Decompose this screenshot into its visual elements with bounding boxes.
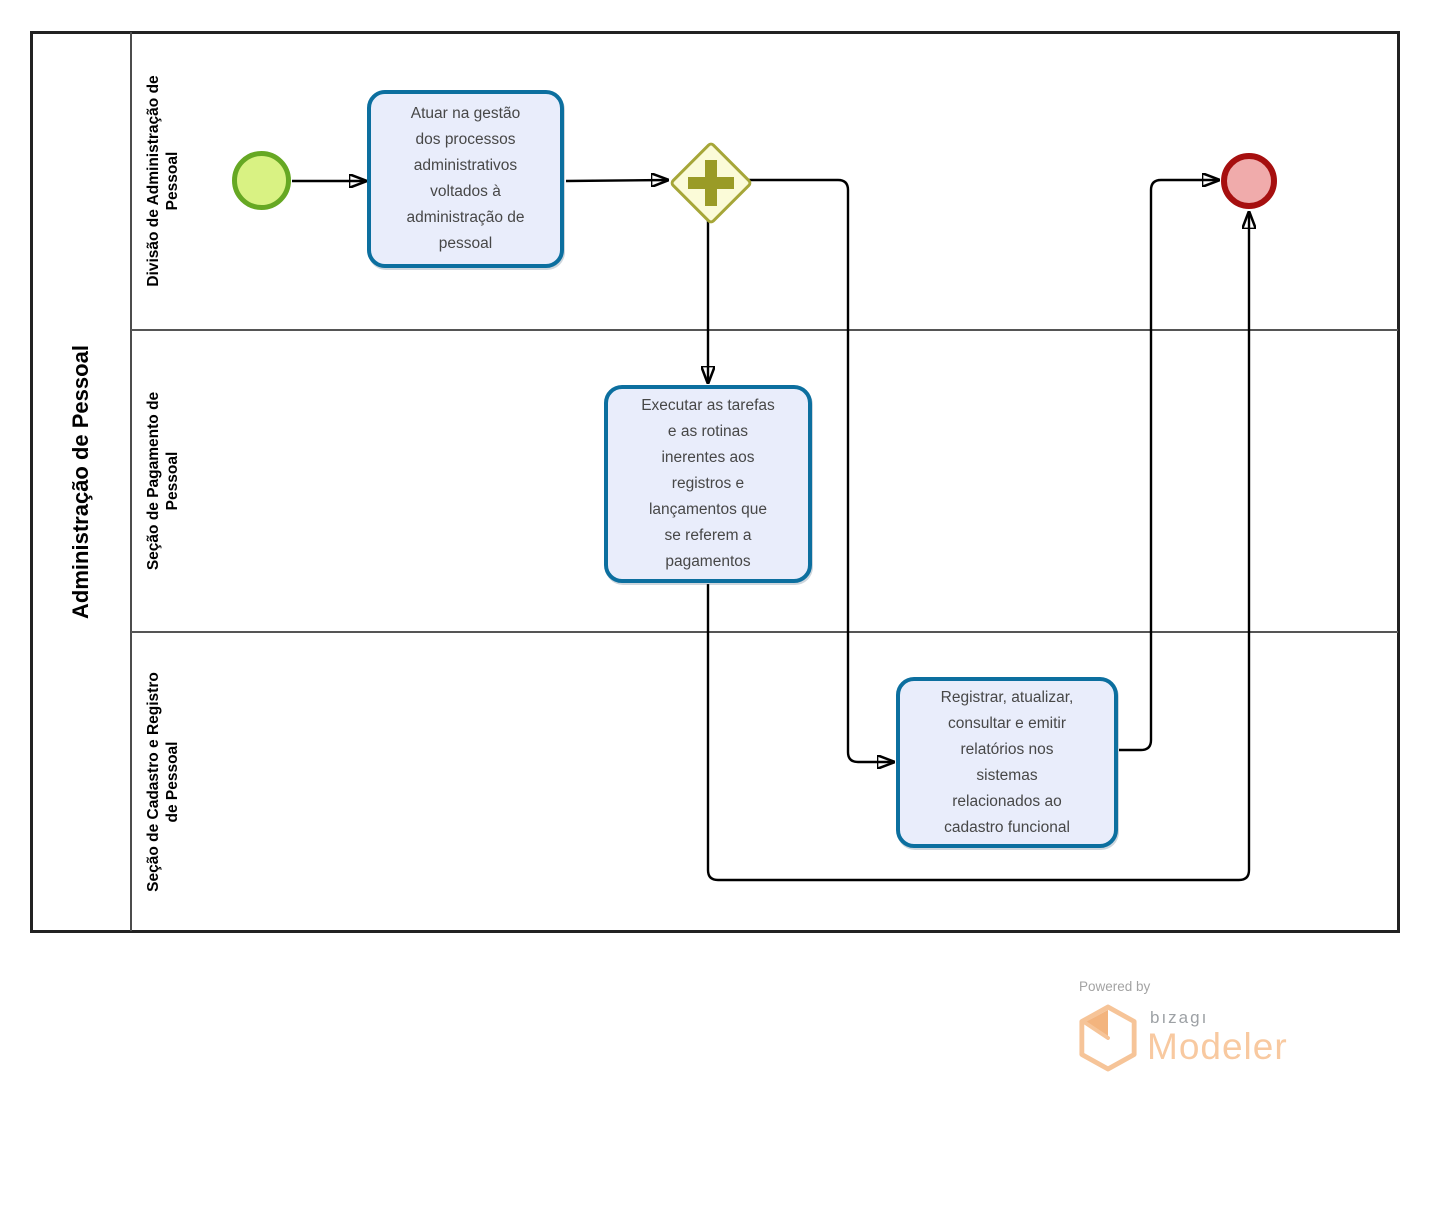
task-atuar-gestao-processos: Atuar na gestão dos processos administra… xyxy=(367,90,564,268)
flow-task1-to-gateway xyxy=(565,180,668,181)
task-executar-tarefas-pagamentos: Executar as tarefas e as rotinas inerent… xyxy=(604,385,812,583)
lane-divider-1 xyxy=(131,329,1398,331)
powered-by-text: Powered by xyxy=(1079,979,1151,994)
end-event xyxy=(1221,153,1277,209)
flow-task3-to-end xyxy=(1119,180,1219,752)
bizagi-hexagon-icon xyxy=(1079,1004,1137,1072)
plus-icon xyxy=(684,156,738,210)
task-registrar-cadastro-funcional: Registrar, atualizar, consultar e emitir… xyxy=(896,677,1118,848)
flow-task2-to-end xyxy=(706,212,1249,882)
bizagi-wordmark: bızagı xyxy=(1150,1008,1209,1027)
modeler-wordmark: Modeler xyxy=(1147,1026,1288,1067)
start-event xyxy=(232,151,291,210)
flow-gateway-to-task3 xyxy=(747,178,894,762)
pool-header-divider xyxy=(130,32,132,931)
lane-divider-2 xyxy=(131,631,1398,633)
